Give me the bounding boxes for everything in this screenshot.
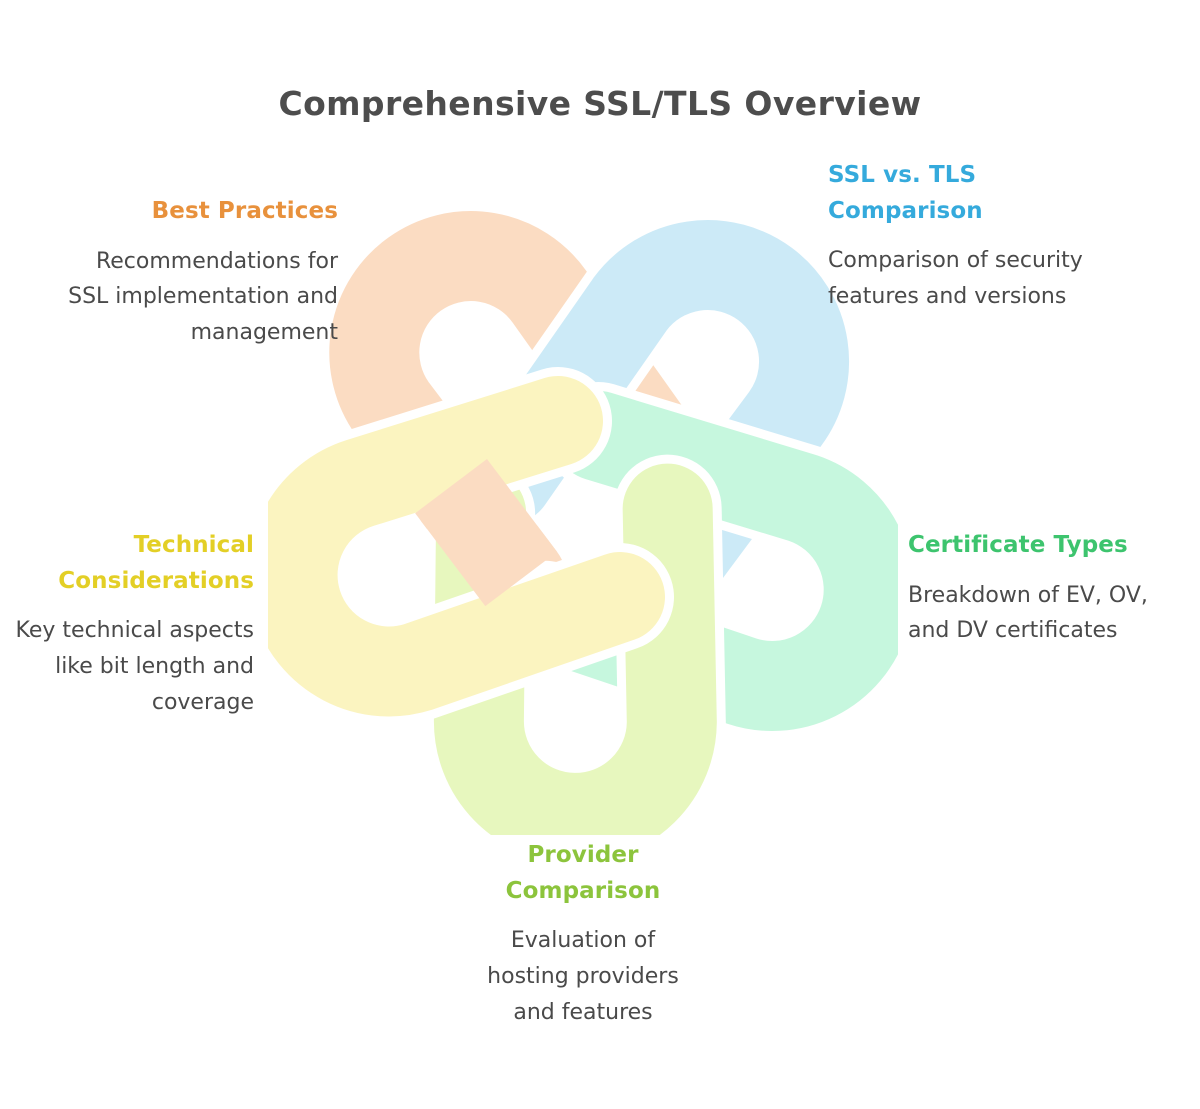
node-ssl-vs-tls-comparison: SSL vs. TLS Comparison Comparison of sec… xyxy=(828,158,1096,315)
node-best-practices: Best Practices Recommendations for SSL i… xyxy=(58,194,338,351)
node-best-practices-heading: Best Practices xyxy=(151,198,338,224)
node-provider-comparison: Provider Comparison Evaluation of hostin… xyxy=(468,838,698,1030)
knot-band-layer xyxy=(293,213,898,835)
knot-svg xyxy=(268,205,898,835)
node-provider-comparison-heading: Provider Comparison xyxy=(505,842,661,904)
node-ssl-vs-tls-comparison-body: Comparison of security features and vers… xyxy=(828,248,1083,309)
five-loop-knot-graphic xyxy=(268,205,898,835)
node-provider-comparison-body: Evaluation of hosting providers and feat… xyxy=(487,928,679,1025)
page-title: Comprehensive SSL/TLS Overview xyxy=(278,84,922,124)
node-certificate-types-heading: Certificate Types xyxy=(908,532,1128,558)
node-certificate-types: Certificate Types Breakdown of EV, OV, a… xyxy=(908,528,1148,649)
node-technical-considerations: Technical Considerations Key technical a… xyxy=(8,528,254,720)
node-best-practices-body: Recommendations for SSL implementation a… xyxy=(68,248,338,345)
knot-loop-peach-overlap xyxy=(415,458,558,607)
node-technical-considerations-body: Key technical aspects like bit length an… xyxy=(15,618,254,715)
node-certificate-types-body: Breakdown of EV, OV, and DV certificates xyxy=(908,582,1148,644)
node-technical-considerations-heading: Technical Considerations xyxy=(58,532,254,594)
node-ssl-vs-tls-comparison-heading: SSL vs. TLS Comparison xyxy=(828,162,983,224)
